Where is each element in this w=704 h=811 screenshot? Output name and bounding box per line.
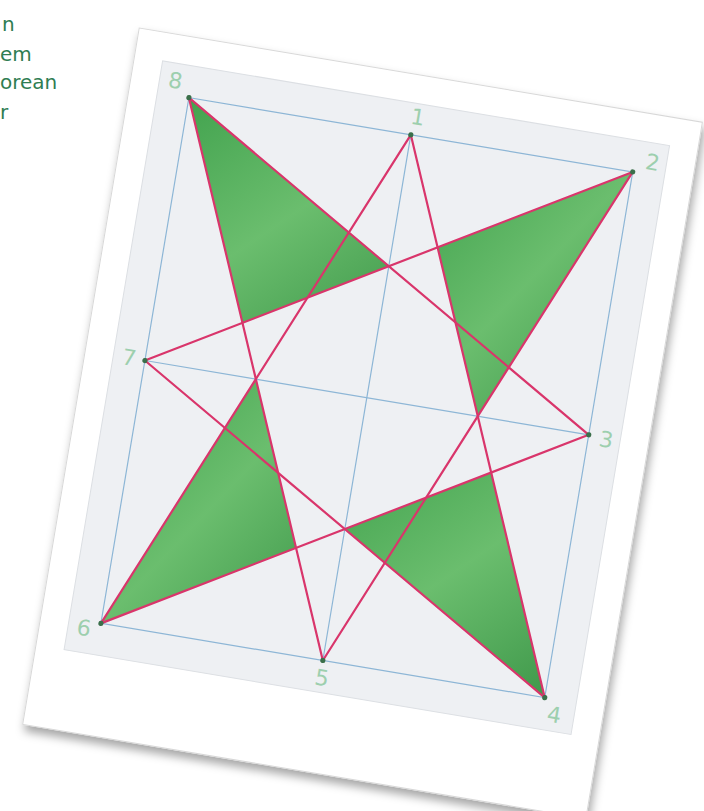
point-dot (630, 168, 636, 174)
guide-line (145, 360, 589, 434)
star-line (145, 97, 633, 434)
photo-area (64, 60, 669, 734)
star-line (101, 97, 411, 660)
point-dot (142, 357, 148, 363)
cut-off-text: orean (0, 70, 57, 94)
star-line (101, 360, 589, 697)
star-line (145, 97, 633, 434)
cut-off-text: n (2, 12, 15, 36)
point-dot (186, 94, 192, 100)
point-dot (320, 657, 326, 663)
polaroid-frame: 81273654 (22, 27, 703, 811)
star-line (101, 97, 411, 660)
point-dot (98, 620, 104, 626)
cut-off-text: em (0, 42, 32, 66)
green-triangle (101, 360, 323, 653)
star-line (323, 134, 633, 697)
star-line (323, 134, 633, 697)
point-dot (408, 131, 414, 137)
point-dot (586, 431, 592, 437)
star-line (101, 360, 589, 697)
guide-square (101, 97, 633, 697)
point-dot (542, 694, 548, 700)
cut-off-text: r (0, 100, 8, 124)
star-illustration (23, 28, 702, 811)
